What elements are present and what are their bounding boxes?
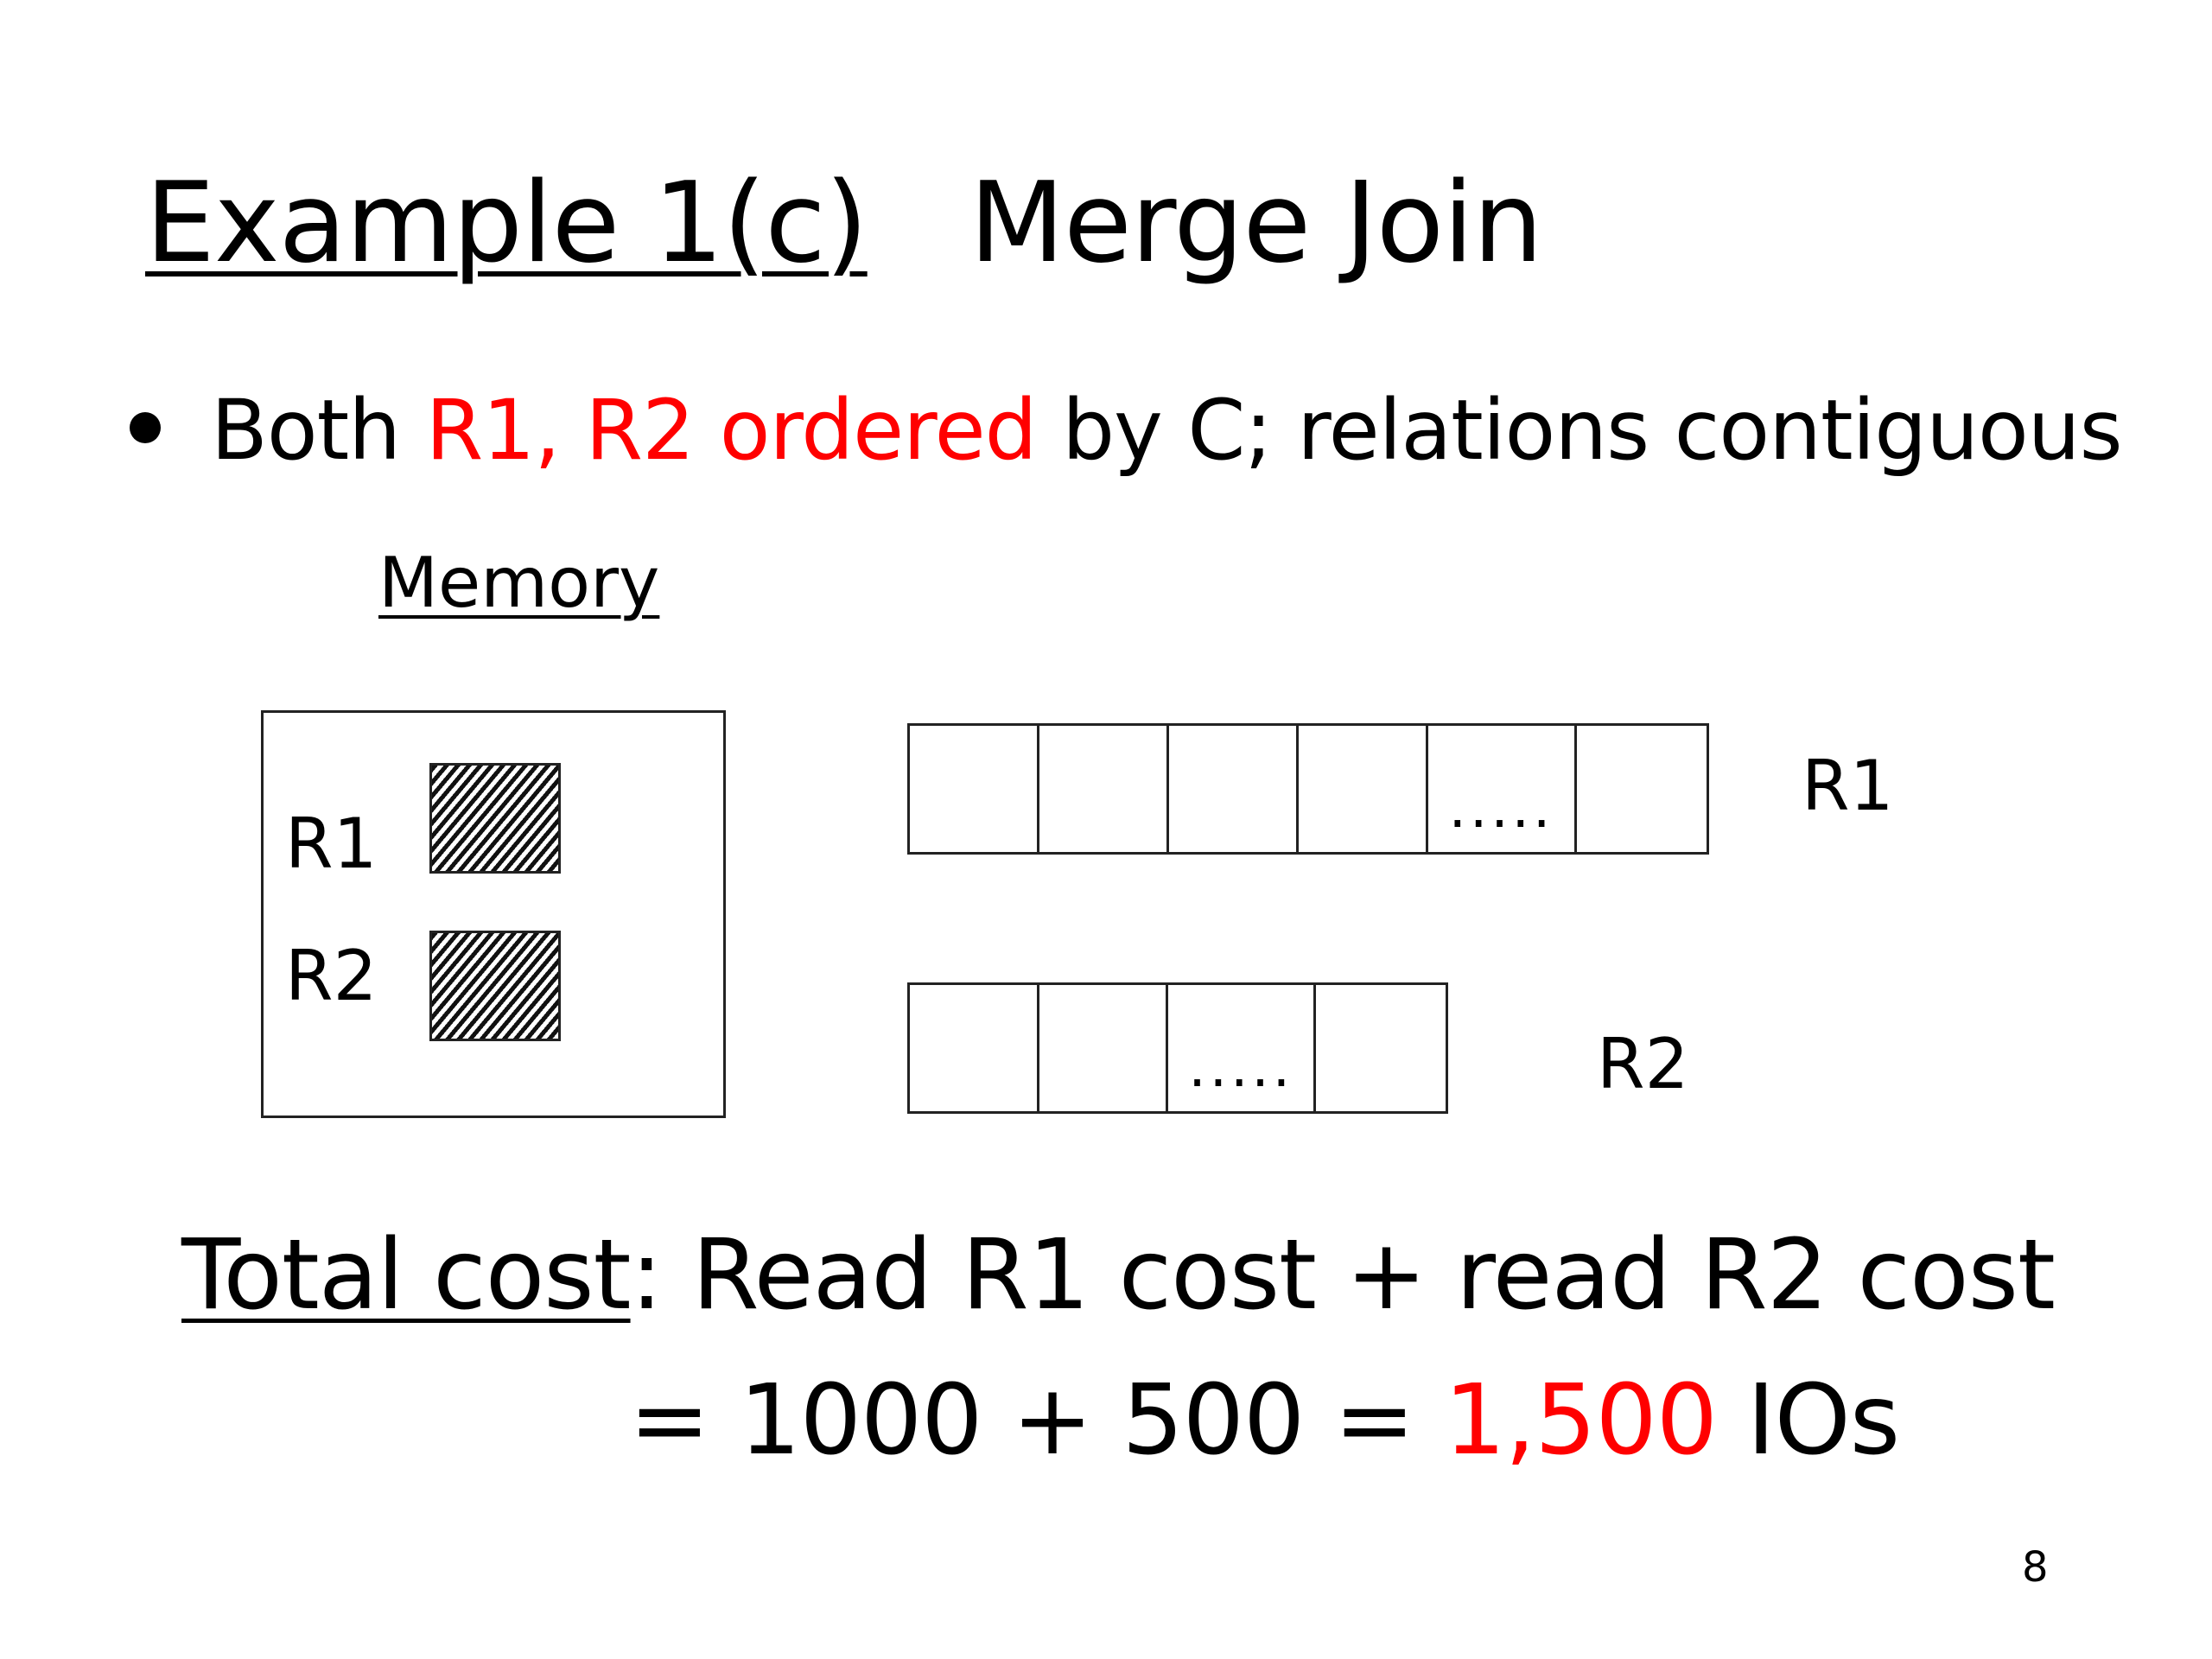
r2-block (1316, 985, 1446, 1111)
bullet-item: Both R1, R2 ordered by C; relations cont… (130, 389, 2123, 472)
r1-block (1299, 726, 1428, 852)
r1-block (1039, 726, 1169, 852)
r1-block (1169, 726, 1299, 852)
total-cost-label: Total cost (181, 1219, 632, 1332)
bullet-text-highlight: R1, R2 ordered (425, 382, 1038, 479)
r1-ellipsis: ..... (1448, 777, 1554, 841)
cost-result-unit: IOs (1716, 1364, 1901, 1477)
cost-result-pre: = 1000 + 500 = (629, 1364, 1445, 1477)
relation-r1-blocks: ..... (907, 723, 1709, 855)
r1-ellipsis-block: ..... (1428, 726, 1577, 852)
relation-r2-blocks: ..... (907, 982, 1448, 1114)
cost-result-value: 1,500 (1444, 1364, 1718, 1477)
memory-r1-buffer-block (429, 763, 561, 874)
r2-block (910, 985, 1039, 1111)
total-cost-line: Total cost: Read R1 cost + read R2 cost (181, 1227, 2056, 1324)
memory-r2-buffer-block (429, 931, 561, 1041)
page-number: 8 (2022, 1543, 2049, 1592)
total-cost-formula: : Read R1 cost + read R2 cost (630, 1219, 2056, 1332)
title-topic: Merge Join (969, 159, 1543, 288)
r1-block (1577, 726, 1707, 852)
slide-title: Example 1(c)Merge Join (145, 168, 1543, 279)
memory-box: R1 R2 (261, 710, 726, 1118)
r1-block (910, 726, 1039, 852)
total-cost-result-line: = 1000 + 500 = 1,500 IOs (629, 1372, 1900, 1469)
title-example-label: Example 1(c) (145, 159, 868, 288)
r2-ellipsis: ..... (1188, 1036, 1294, 1100)
r2-ellipsis-block: ..... (1168, 985, 1317, 1111)
bullet-text-pre: Both (211, 382, 426, 479)
bullet-dot-icon (130, 411, 161, 443)
memory-r1-label: R1 (285, 804, 378, 884)
bullet-text-post: by C; relations contiguous (1036, 382, 2123, 479)
relation-r2-label: R2 (1597, 1024, 1689, 1104)
memory-label: Memory (378, 543, 660, 623)
relation-r1-label: R1 (1802, 746, 1894, 826)
memory-r2-label: R2 (285, 936, 378, 1016)
r2-block (1039, 985, 1169, 1111)
